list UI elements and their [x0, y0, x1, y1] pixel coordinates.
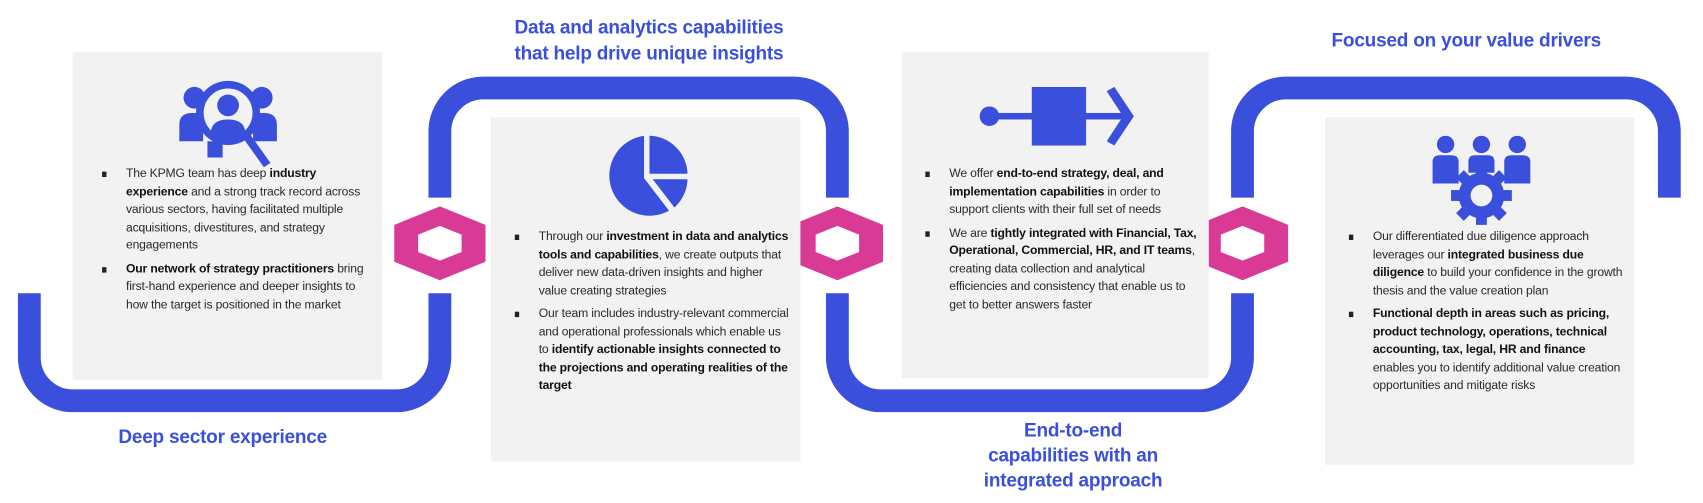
team-gear-icon	[1432, 135, 1531, 225]
card-value-drivers: Our differentiated due diligence approac…	[1325, 117, 1635, 465]
track-segment-data-analytics	[428, 76, 849, 198]
bullet-item: Our differentiated due diligence approac…	[1347, 228, 1627, 300]
people-search-icon	[179, 80, 277, 168]
bullet-list: Our differentiated due diligence approac…	[1347, 228, 1627, 400]
text: Our differentiated due diligence approac…	[1372, 230, 1589, 262]
card-data-analytics: Through our investment in data and analy…	[490, 117, 801, 462]
text: bring first-hand experience and deeper i…	[125, 262, 364, 312]
hexagon-connector-icon	[394, 206, 486, 281]
text: We offer	[949, 167, 997, 181]
bullet-item: We offer end-to-end strategy, deal, and …	[923, 165, 1200, 219]
title-line: capabilities with an	[988, 444, 1159, 466]
title-line: Data and analytics capabilities	[514, 16, 784, 39]
bold-text: industry experience	[125, 167, 317, 199]
track-segment-deep-sector	[17, 293, 452, 413]
text: We are	[949, 226, 991, 240]
hexagon-connector-icon	[791, 206, 883, 281]
title-deep-sector: Deep sector experience	[118, 425, 327, 448]
text: to build your confidence in the growth t…	[1372, 266, 1623, 298]
bold-text: Our network of strategy practitioners	[125, 262, 334, 276]
text: and a strong track record across various…	[125, 185, 361, 252]
card-deep-sector: The KPMG team has deep industry experien…	[72, 52, 383, 381]
text: Our team includes industry-relevant comm…	[538, 307, 789, 357]
title-value-drivers: Focused on your value drivers	[1331, 29, 1602, 52]
text: , we create outputs that deliver new dat…	[538, 248, 782, 298]
bold-text: end-to-end strategy, deal, and implement…	[949, 167, 1164, 199]
bold-text: tightly integrated with Financial, Tax, …	[949, 226, 1197, 258]
process-arrow-icon	[979, 86, 1134, 146]
title-line: integrated approach	[983, 469, 1163, 491]
hexagon-connector-icon	[1196, 206, 1289, 281]
bold-text: identify actionable insights connected t…	[538, 343, 788, 393]
pie-chart-icon	[609, 135, 688, 216]
bullet-item: The KPMG team has deep industry experien…	[100, 165, 372, 255]
bullet-item: Functional depth in areas such as pricin…	[1347, 305, 1627, 395]
bold-text: Functional depth in areas such as pricin…	[1372, 307, 1610, 357]
bullet-list: We offer end-to-end strategy, deal, and …	[923, 165, 1200, 319]
track-segment-end-to-end	[825, 293, 1254, 413]
text: Through our	[538, 230, 607, 244]
bullet-item: Our network of strategy practitioners br…	[100, 260, 372, 314]
track-segment-value-drivers	[1231, 76, 1681, 198]
title-end-to-end: End-to-end capabilities with an integrat…	[943, 418, 1204, 493]
title-line: End-to-end	[1024, 419, 1123, 441]
bullet-item: Through our investment in data and analy…	[513, 228, 790, 300]
bullet-item: Our team includes industry-relevant comm…	[513, 305, 790, 395]
bullet-list: The KPMG team has deep industry experien…	[100, 165, 372, 319]
text: enables you to identify additional value…	[1372, 361, 1621, 393]
title-data-analytics: Data and analytics capabilities that hel…	[478, 14, 820, 66]
text: in order to support clients with their f…	[949, 185, 1161, 217]
text: , creating data collection and analytica…	[949, 244, 1195, 312]
bold-text: integrated business due diligence	[1372, 248, 1584, 280]
bullet-item: We are tightly integrated with Financial…	[923, 224, 1200, 314]
bold-text: investment in data and analytics tools a…	[538, 230, 789, 262]
title-line: that help drive unique insights	[514, 42, 784, 65]
card-end-to-end: We offer end-to-end strategy, deal, and …	[901, 52, 1209, 378]
text: The KPMG team has deep	[125, 167, 270, 181]
bullet-list: Through our investment in data and analy…	[513, 228, 790, 400]
